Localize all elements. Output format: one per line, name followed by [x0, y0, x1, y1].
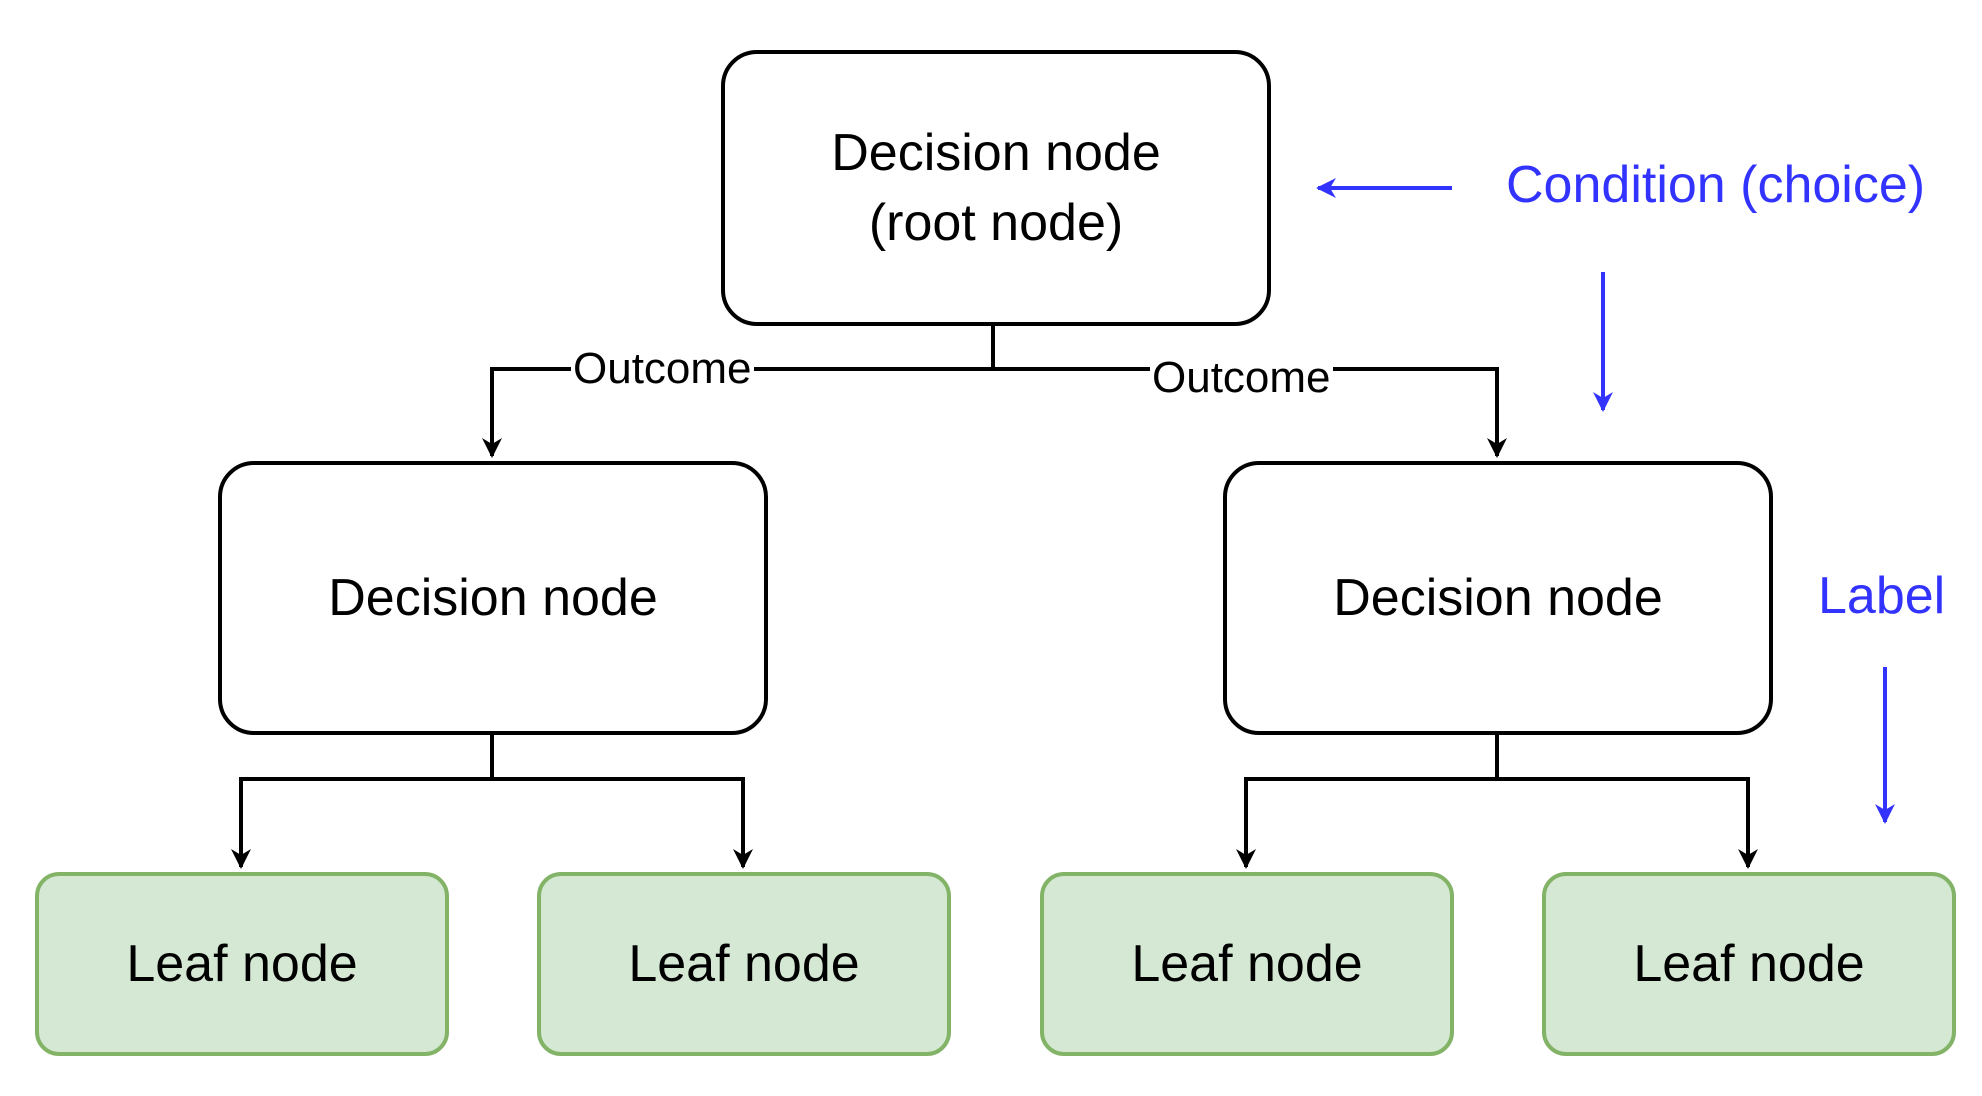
- root-node-subtitle: (root node): [868, 194, 1124, 252]
- edge-left-decision-to-leaf-1: [231, 735, 494, 869]
- leaf-node-1-label: Leaf node: [126, 935, 358, 993]
- right-decision-node: Decision node: [1223, 461, 1773, 735]
- leaf-node-2-label: Leaf node: [628, 935, 860, 993]
- right-decision-node-label: Decision node: [1333, 569, 1663, 627]
- edge-right-decision-to-leaf-4: [1497, 777, 1758, 869]
- edge-left-decision-to-leaf-2: [492, 777, 753, 869]
- root-decision-node: Decision node (root node): [721, 50, 1271, 326]
- leaf-node-1: Leaf node: [35, 872, 449, 1056]
- left-decision-node: Decision node: [218, 461, 768, 735]
- condition-annotation: Condition (choice): [1506, 156, 1926, 214]
- leaf-node-3-label: Leaf node: [1131, 935, 1363, 993]
- leaf-node-2: Leaf node: [537, 872, 951, 1056]
- edge-right-decision-to-leaf-3: [1236, 735, 1499, 869]
- leaf-node-4-label: Leaf node: [1633, 935, 1865, 993]
- leaf-node-4: Leaf node: [1542, 872, 1956, 1056]
- leaf-node-3: Leaf node: [1040, 872, 1454, 1056]
- root-node-title: Decision node: [831, 124, 1161, 182]
- right-outcome-label: Outcome: [1150, 353, 1333, 402]
- label-annotation: Label: [1818, 567, 1946, 625]
- left-outcome-label: Outcome: [571, 344, 754, 393]
- left-decision-node-label: Decision node: [328, 569, 658, 627]
